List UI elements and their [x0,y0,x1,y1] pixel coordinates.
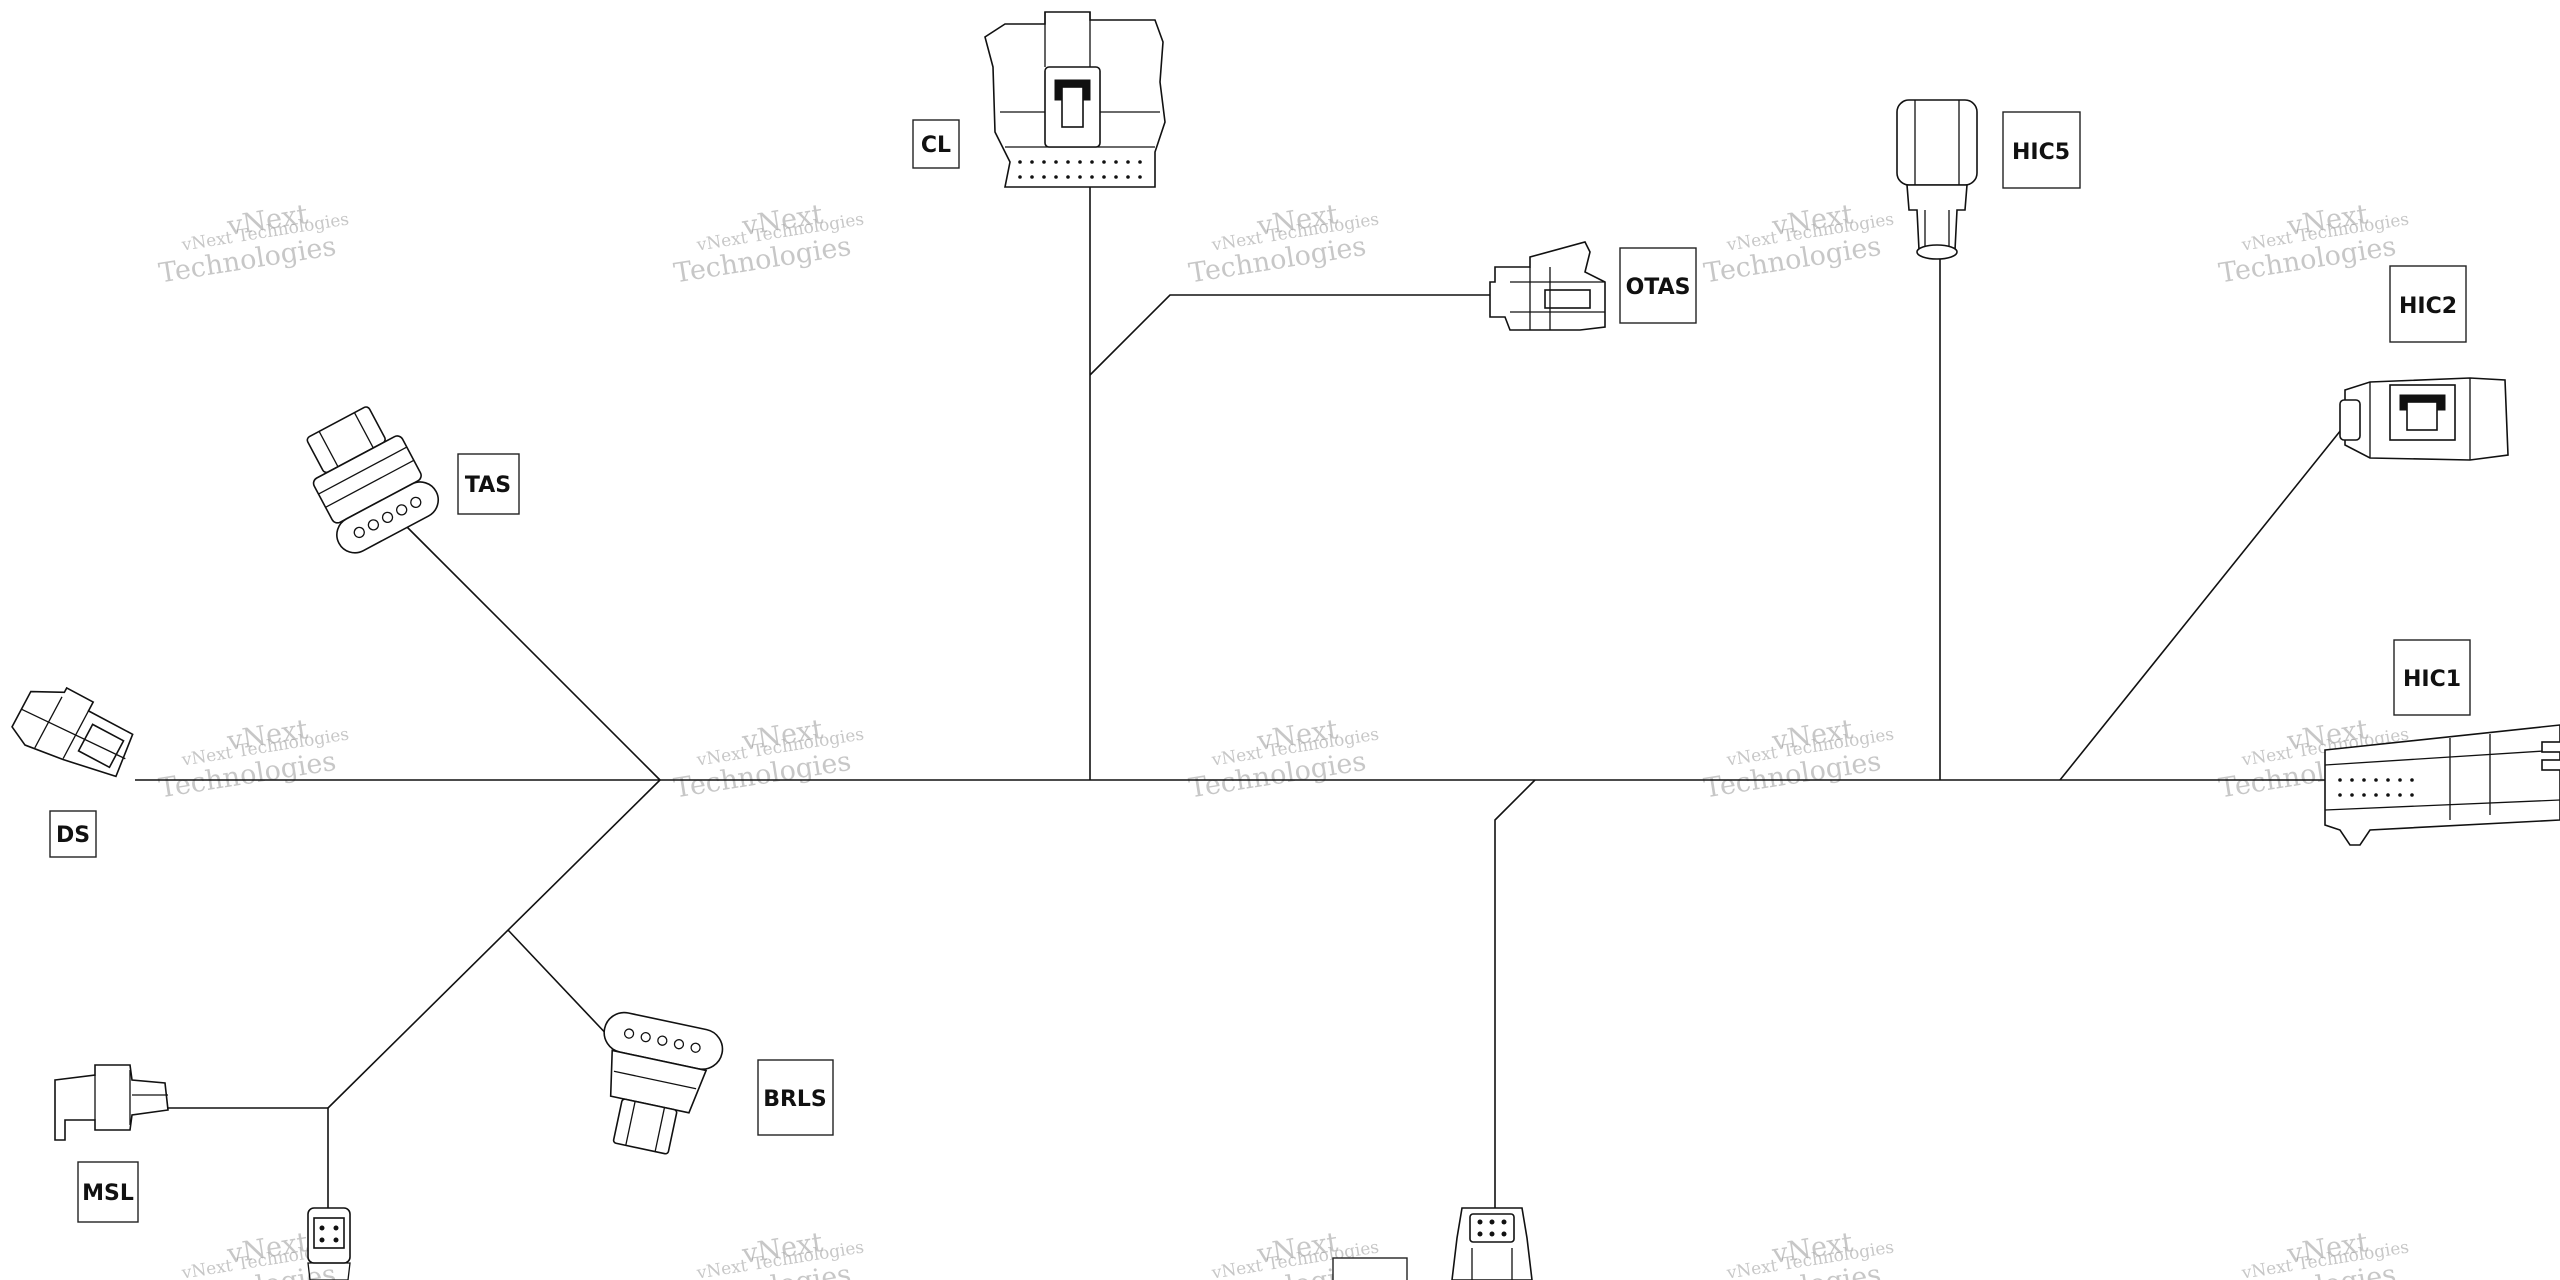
tas-connector-icon[interactable] [288,396,444,559]
bottom-center-connector-icon[interactable] [1451,1207,1533,1280]
label-cl-text: CL [921,133,951,158]
otas-connector-icon[interactable] [1489,241,1606,331]
label-tas: TAS [457,453,520,515]
label-tas-text: TAS [465,473,511,498]
label-hic1-text: HIC1 [2403,667,2461,692]
hic5-connector-icon[interactable] [1896,99,1978,260]
label-otas: OTAS [1619,247,1697,324]
tas-branch-wire [404,524,661,781]
label-hic5-text: HIC5 [2012,140,2070,165]
label-otas-text: OTAS [1626,275,1691,300]
lower-left-branch-wire [327,779,661,1109]
brls-branch-wire [507,929,613,1041]
otas-branch-wire [1089,294,1500,376]
label-hic5: HIC5 [2002,111,2081,189]
hic2-branch-wire [2059,424,2346,781]
label-hic2: HIC2 [2389,265,2467,343]
label-msl-text: MSL [82,1181,134,1206]
hic1-connector-icon[interactable] [2324,724,2560,846]
cl-connector-icon[interactable] [984,11,1166,188]
bottom-left-small-connector-icon[interactable] [307,1207,351,1280]
label-hic1: HIC1 [2393,639,2471,716]
label-brls: BRLS [757,1059,834,1136]
label-brls-text: BRLS [763,1087,827,1112]
label-ds-text: DS [56,823,90,848]
label-msl: MSL [77,1161,139,1223]
hic2-connector-icon[interactable] [2339,377,2509,461]
label-hic2-text: HIC2 [2399,294,2457,319]
label-cl: CL [912,119,960,169]
ds-connector-icon[interactable] [7,674,141,790]
label-bottom-partial [1332,1257,1408,1280]
wire-layer [135,180,2346,1215]
msl-connector-icon[interactable] [54,1064,169,1141]
label-ds: DS [49,810,97,858]
bottom-center-branch-wire [1494,779,1536,1215]
brls-connector-icon[interactable] [582,1009,726,1161]
